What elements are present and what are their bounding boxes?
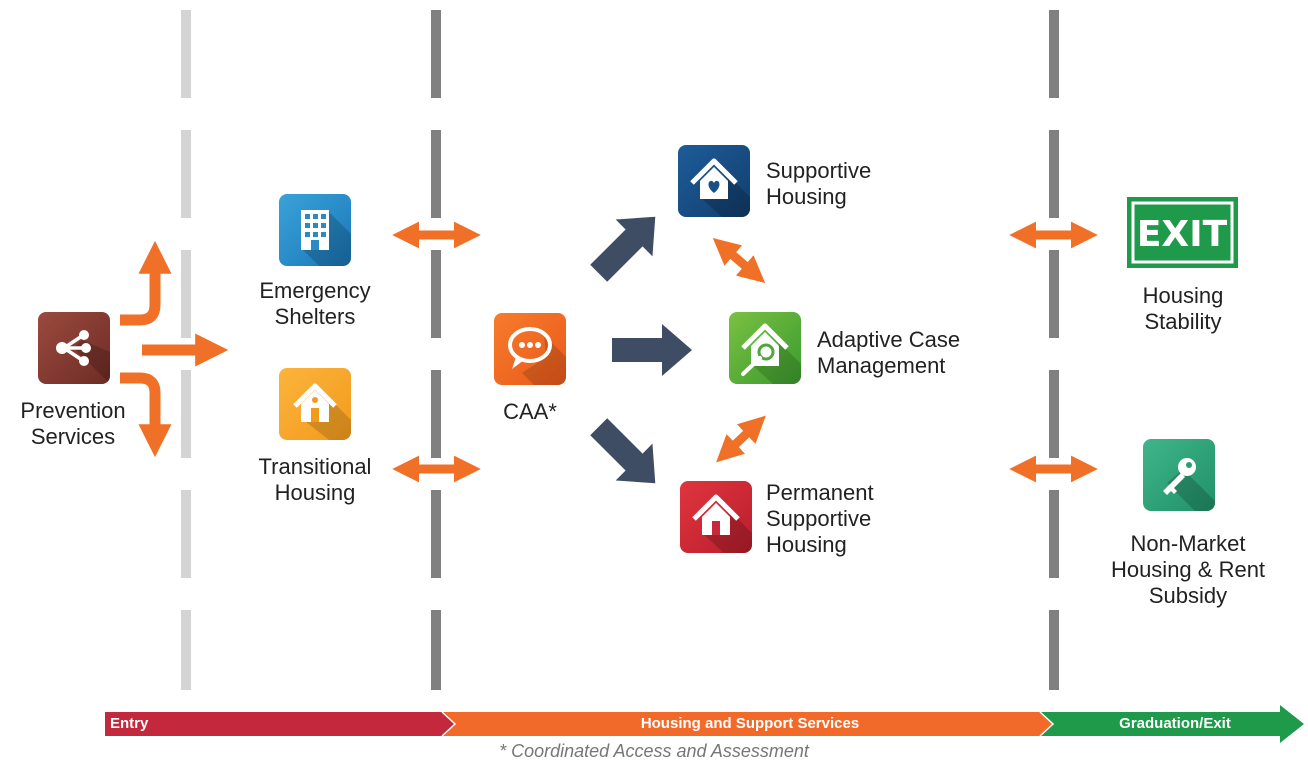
- chat-bubble-icon: [494, 313, 566, 385]
- bidirectional-arrows: [392, 221, 1098, 483]
- phase-bar: [105, 705, 1304, 743]
- phase-graduation-label: Graduation/Exit: [1119, 715, 1231, 732]
- house-icon: [680, 481, 752, 553]
- transitional-label: Transitional Housing: [258, 454, 372, 505]
- key-icon: [1143, 439, 1215, 511]
- footnote: * Coordinated Access and Assessment: [499, 741, 809, 761]
- phase-entry: [105, 712, 455, 736]
- supportive-label: Supportive Housing: [766, 158, 872, 209]
- adaptive-label: Adaptive Case Management: [817, 327, 961, 378]
- emergency-label: Emergency Shelters: [259, 278, 371, 329]
- prevention-label: Prevention Services: [20, 398, 126, 449]
- share-network-icon: [38, 312, 110, 384]
- caa-arrows: [590, 216, 692, 484]
- heart-house-icon: [678, 145, 750, 217]
- house-icon: [279, 368, 351, 440]
- phase-services: [442, 712, 1053, 736]
- stability-label: Housing Stability: [1142, 283, 1224, 334]
- phase-graduation: [1040, 705, 1304, 743]
- caa-label: CAA*: [503, 399, 557, 424]
- prevention-split-arrows: [120, 240, 229, 458]
- phase-services-label: Housing and Support Services: [640, 715, 860, 732]
- nonmarket-label: Non-Market Housing & Rent Subsidy: [1110, 531, 1266, 608]
- exit-sign: EXIT: [1127, 197, 1238, 268]
- house-search-icon: [729, 312, 801, 384]
- exit-sign-text: EXIT: [1137, 214, 1228, 255]
- building-icon: [279, 194, 351, 266]
- phase-entry-label: Entry: [110, 715, 149, 732]
- permanent-label: Permanent Supportive Housing: [766, 480, 874, 557]
